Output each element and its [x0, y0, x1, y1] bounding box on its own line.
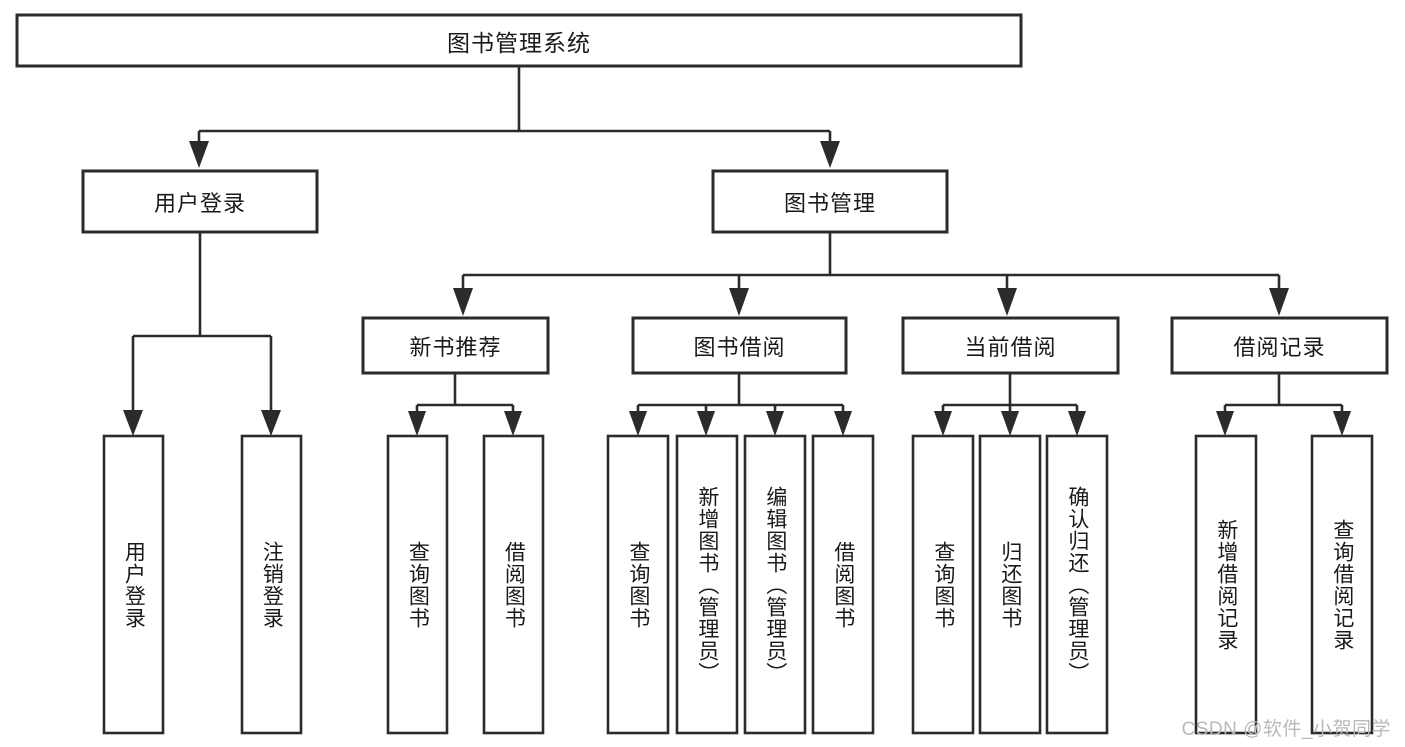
arrow-head-icon	[1333, 411, 1351, 436]
node-user-login-box[interactable]	[81, 169, 319, 234]
leaf-borrow-book-2-box[interactable]	[811, 434, 875, 735]
arrow-head-icon	[189, 141, 209, 168]
leaf-query-book-1-box[interactable]	[386, 434, 449, 735]
edge-root-to-level2	[189, 66, 840, 168]
edge-user-login-to-leaves	[123, 232, 281, 436]
arrow-head-icon	[1269, 288, 1289, 316]
leaf-query-record-box[interactable]	[1310, 434, 1374, 735]
leaf-borrow-book-1-box[interactable]	[482, 434, 545, 735]
edge-book-borrow-to-leaves	[629, 373, 852, 436]
edge-new-book-recommend-to-leaves	[408, 373, 522, 436]
arrow-head-icon	[453, 288, 473, 316]
leaf-query-book-2-box[interactable]	[606, 434, 670, 735]
node-book-manage-box[interactable]	[711, 169, 949, 234]
arrow-head-icon	[123, 410, 143, 436]
arrow-head-icon	[1216, 411, 1234, 436]
arrow-head-icon	[934, 411, 952, 436]
leaf-add-record-box[interactable]	[1194, 434, 1258, 735]
edge-book-manage-to-level3	[453, 232, 1289, 316]
arrow-head-icon	[1068, 411, 1086, 436]
node-borrow-record-box[interactable]	[1170, 316, 1389, 375]
arrow-head-icon	[834, 411, 852, 436]
arrow-head-icon	[504, 411, 522, 436]
leaf-query-book-3-box[interactable]	[911, 434, 975, 735]
edge-current-borrow-to-leaves	[934, 373, 1086, 436]
arrow-head-icon	[729, 288, 749, 316]
arrow-head-icon	[997, 288, 1017, 316]
arrow-head-icon	[766, 411, 784, 436]
edge-borrow-record-to-leaves	[1216, 373, 1351, 436]
leaf-add-book-box[interactable]	[675, 434, 739, 735]
arrow-head-icon	[697, 411, 715, 436]
node-book-borrow-box[interactable]	[631, 316, 848, 375]
leaf-user-logout-box[interactable]	[240, 434, 303, 735]
arrow-head-icon	[629, 411, 647, 436]
leaf-edit-book-box[interactable]	[743, 434, 807, 735]
leaf-confirm-return-box[interactable]	[1045, 434, 1109, 735]
arrow-head-icon	[261, 410, 281, 436]
leaf-user-login-box[interactable]	[102, 434, 165, 735]
node-new-book-recommend-box[interactable]	[361, 316, 550, 375]
arrow-head-icon	[820, 141, 840, 168]
arrow-head-icon	[408, 411, 426, 436]
leaf-return-book-box[interactable]	[978, 434, 1042, 735]
node-root-box[interactable]	[15, 13, 1023, 68]
node-current-borrow-box[interactable]	[901, 316, 1120, 375]
arrow-head-icon	[1001, 411, 1019, 436]
